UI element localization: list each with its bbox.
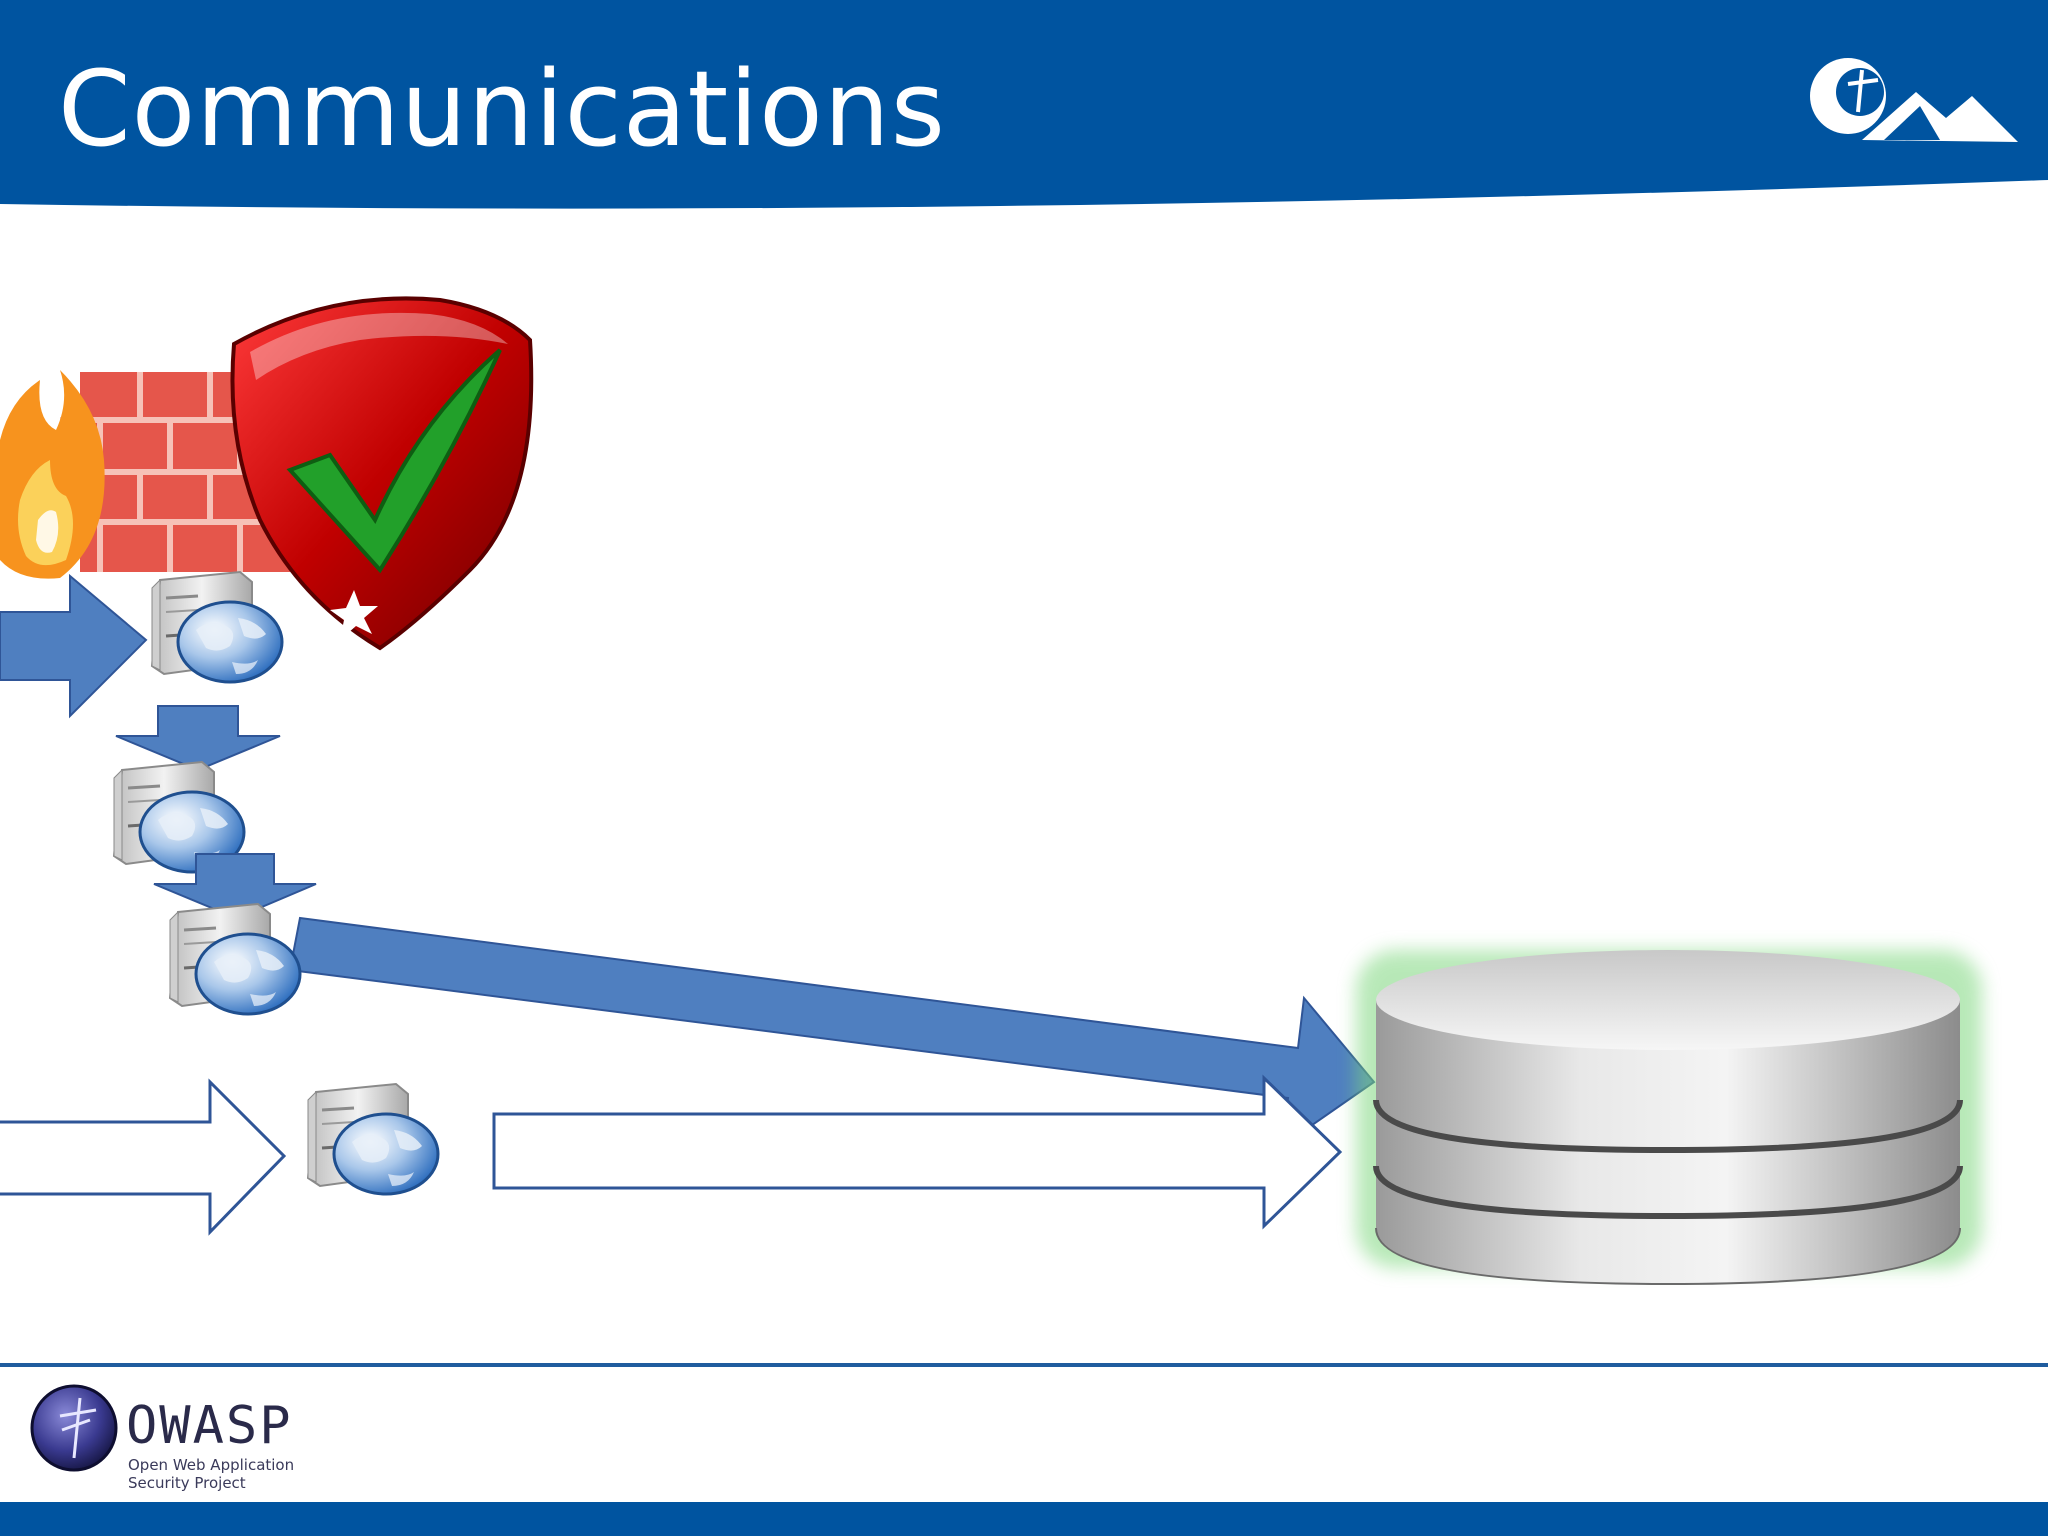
shield-check-icon xyxy=(230,296,534,651)
web-server-icon xyxy=(150,570,284,684)
diagonal-arrow-to-database xyxy=(288,916,1376,1149)
page-title: Communications xyxy=(58,48,946,170)
web-server-icon xyxy=(306,1082,440,1196)
owasp-wordmark: OWASP xyxy=(126,1396,293,1456)
bottom-band xyxy=(0,1502,2048,1536)
outline-arrow-right xyxy=(492,1074,1343,1230)
down-arrow-2 xyxy=(153,853,317,920)
firewall-icon xyxy=(0,370,290,579)
down-arrow-1 xyxy=(115,705,281,772)
owasp-logo-icon xyxy=(30,1384,118,1472)
database-icon xyxy=(1356,950,1982,1286)
header-band xyxy=(0,0,2048,209)
outline-arrow-left xyxy=(0,1078,287,1236)
tagline-line-1: Open Web Application xyxy=(128,1456,295,1474)
mountain-logo-icon xyxy=(1810,58,2018,142)
owasp-tagline: Open Web Application Security Project xyxy=(128,1456,348,1492)
tagline-line-2: Security Project xyxy=(128,1474,246,1492)
web-server-icon xyxy=(168,902,302,1016)
inbound-arrow-top xyxy=(0,573,148,719)
